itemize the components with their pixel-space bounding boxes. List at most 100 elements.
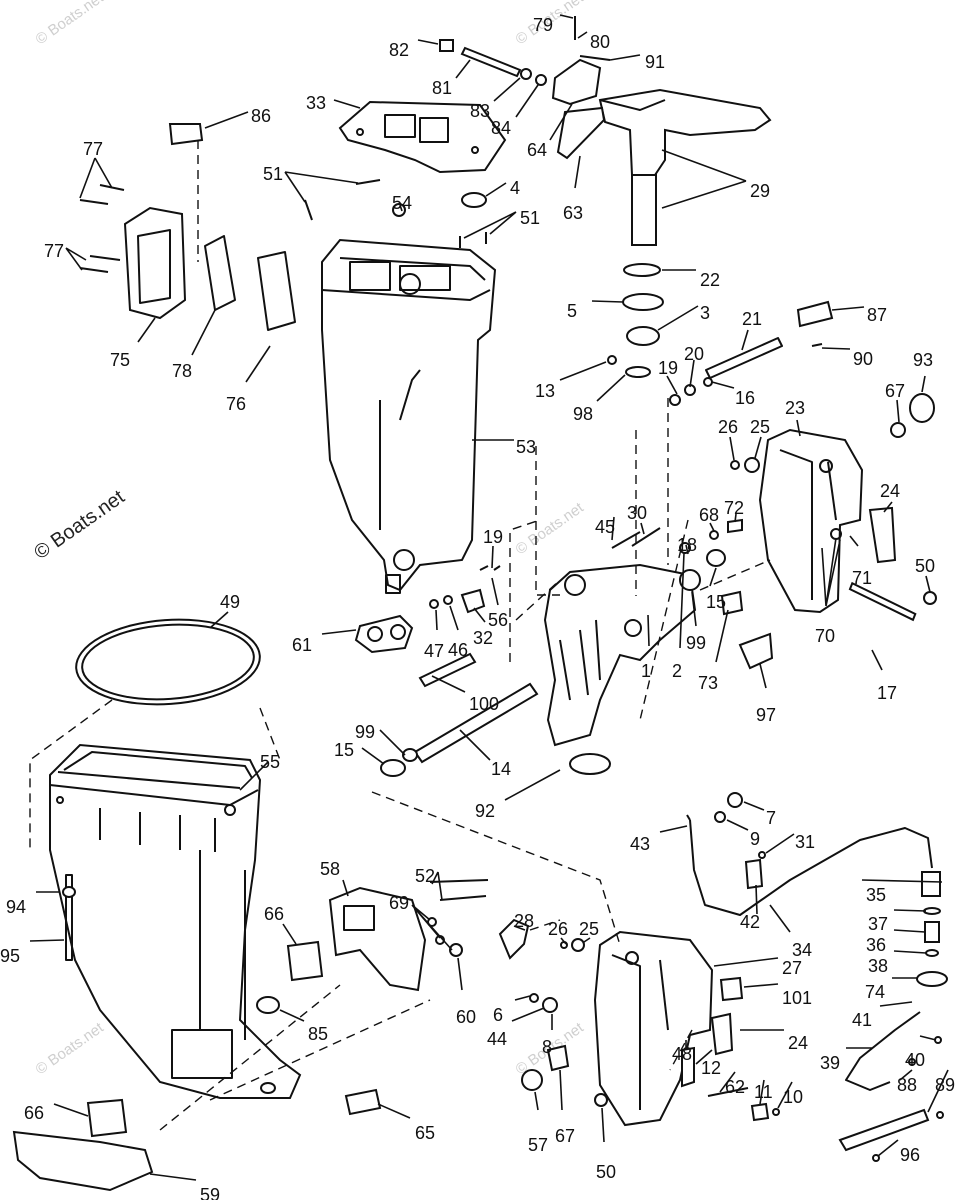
callout-92: 92 [475, 801, 495, 821]
callout-28: 28 [514, 911, 534, 931]
callout-85: 85 [308, 1024, 328, 1044]
callout-51: 51 [520, 208, 540, 228]
callout-11: 11 [754, 1082, 773, 1102]
callout-27: 27 [782, 958, 802, 978]
exhaust-housing [49, 743, 302, 1099]
callout-17: 17 [877, 683, 897, 703]
callout-66: 66 [264, 904, 284, 924]
callout-12: 12 [701, 1058, 721, 1078]
callout-24: 24 [880, 481, 900, 501]
callout-50: 50 [596, 1162, 616, 1182]
callout-16: 16 [735, 388, 755, 408]
callout-99: 99 [355, 722, 375, 742]
callout-13: 13 [535, 381, 555, 401]
callout-2: 2 [672, 661, 682, 681]
callout-36: 36 [866, 935, 886, 955]
callout-94: 94 [6, 897, 26, 917]
steering-cable [686, 814, 933, 1091]
callout-72: 72 [724, 498, 744, 518]
callout-71: 71 [852, 568, 872, 588]
callout-48: 48 [672, 1044, 692, 1064]
callout-40: 40 [905, 1050, 925, 1070]
callout-67: 67 [885, 381, 905, 401]
callout-25: 25 [750, 417, 770, 437]
callout-93: 93 [913, 350, 933, 370]
callout-77: 77 [83, 139, 103, 159]
callout-55: 55 [260, 752, 280, 772]
callout-30: 30 [627, 503, 647, 523]
callout-57: 57 [528, 1135, 548, 1155]
callout-26: 26 [718, 417, 738, 437]
callout-38: 38 [868, 956, 888, 976]
rubber-mount [86, 940, 382, 1138]
callout-15: 15 [706, 592, 726, 612]
callout-89: 89 [935, 1075, 955, 1095]
exhaust-plate [328, 886, 427, 992]
stern-bracket-upper [758, 428, 864, 614]
callout-67: 67 [555, 1126, 575, 1146]
callout-64: 64 [527, 140, 547, 160]
callout-25: 25 [579, 919, 599, 939]
callout-10: 10 [783, 1087, 803, 1107]
callout-18: 18 [677, 535, 697, 555]
callout-1: 1 [641, 661, 651, 681]
side-gasket [204, 235, 296, 331]
callout-59: 59 [200, 1185, 220, 1200]
callout-82: 82 [389, 40, 409, 60]
callout-42: 42 [740, 912, 760, 932]
watermark-faint: © Boats.net [513, 499, 588, 558]
swivel-bracket [543, 563, 697, 747]
callout-97: 97 [756, 705, 776, 725]
callout-32: 32 [473, 628, 493, 648]
side-cover [123, 206, 187, 320]
callout-65: 65 [415, 1123, 435, 1143]
callout-19: 19 [483, 527, 503, 547]
callout-83: 83 [470, 101, 490, 121]
callout-19: 19 [658, 358, 678, 378]
callout-33: 33 [306, 93, 326, 113]
callout-23: 23 [785, 398, 805, 418]
callout-75: 75 [110, 350, 130, 370]
callout-87: 87 [867, 305, 887, 325]
callout-14: 14 [491, 759, 511, 779]
callout-90: 90 [853, 349, 873, 369]
callout-77: 77 [44, 241, 64, 261]
callout-22: 22 [700, 270, 720, 290]
callout-5: 5 [567, 301, 577, 321]
callout-100: 100 [469, 694, 499, 714]
callout-43: 43 [630, 834, 650, 854]
leader-lines [29, 14, 949, 1181]
callout-80: 80 [590, 32, 610, 52]
callout-98: 98 [573, 404, 593, 424]
callout-9: 9 [750, 829, 760, 849]
callout-76: 76 [226, 394, 246, 414]
callout-52: 52 [415, 866, 435, 886]
callout-78: 78 [172, 361, 192, 381]
callout-50: 50 [915, 556, 935, 576]
callout-39: 39 [820, 1053, 840, 1073]
callout-44: 44 [487, 1029, 507, 1049]
callout-51: 51 [263, 164, 283, 184]
callout-49: 49 [220, 592, 240, 612]
callout-88: 88 [897, 1075, 917, 1095]
callout-91: 91 [645, 52, 665, 72]
callout-3: 3 [700, 303, 710, 323]
callout-73: 73 [698, 673, 718, 693]
watermark-faint: © Boats.net [33, 0, 108, 48]
callout-62: 62 [725, 1077, 745, 1097]
callout-37: 37 [868, 914, 888, 934]
callout-31: 31 [795, 832, 815, 852]
callout-58: 58 [320, 859, 340, 879]
callout-61: 61 [292, 635, 312, 655]
callout-47: 47 [424, 641, 444, 661]
callout-69: 69 [389, 893, 409, 913]
assembly-lines [29, 140, 771, 1131]
callout-24: 24 [788, 1033, 808, 1053]
watermark-main: © Boats.net [30, 486, 129, 564]
callout-86: 86 [251, 106, 271, 126]
callout-66: 66 [24, 1103, 44, 1123]
callout-21: 21 [742, 309, 762, 329]
callout-29: 29 [750, 181, 770, 201]
